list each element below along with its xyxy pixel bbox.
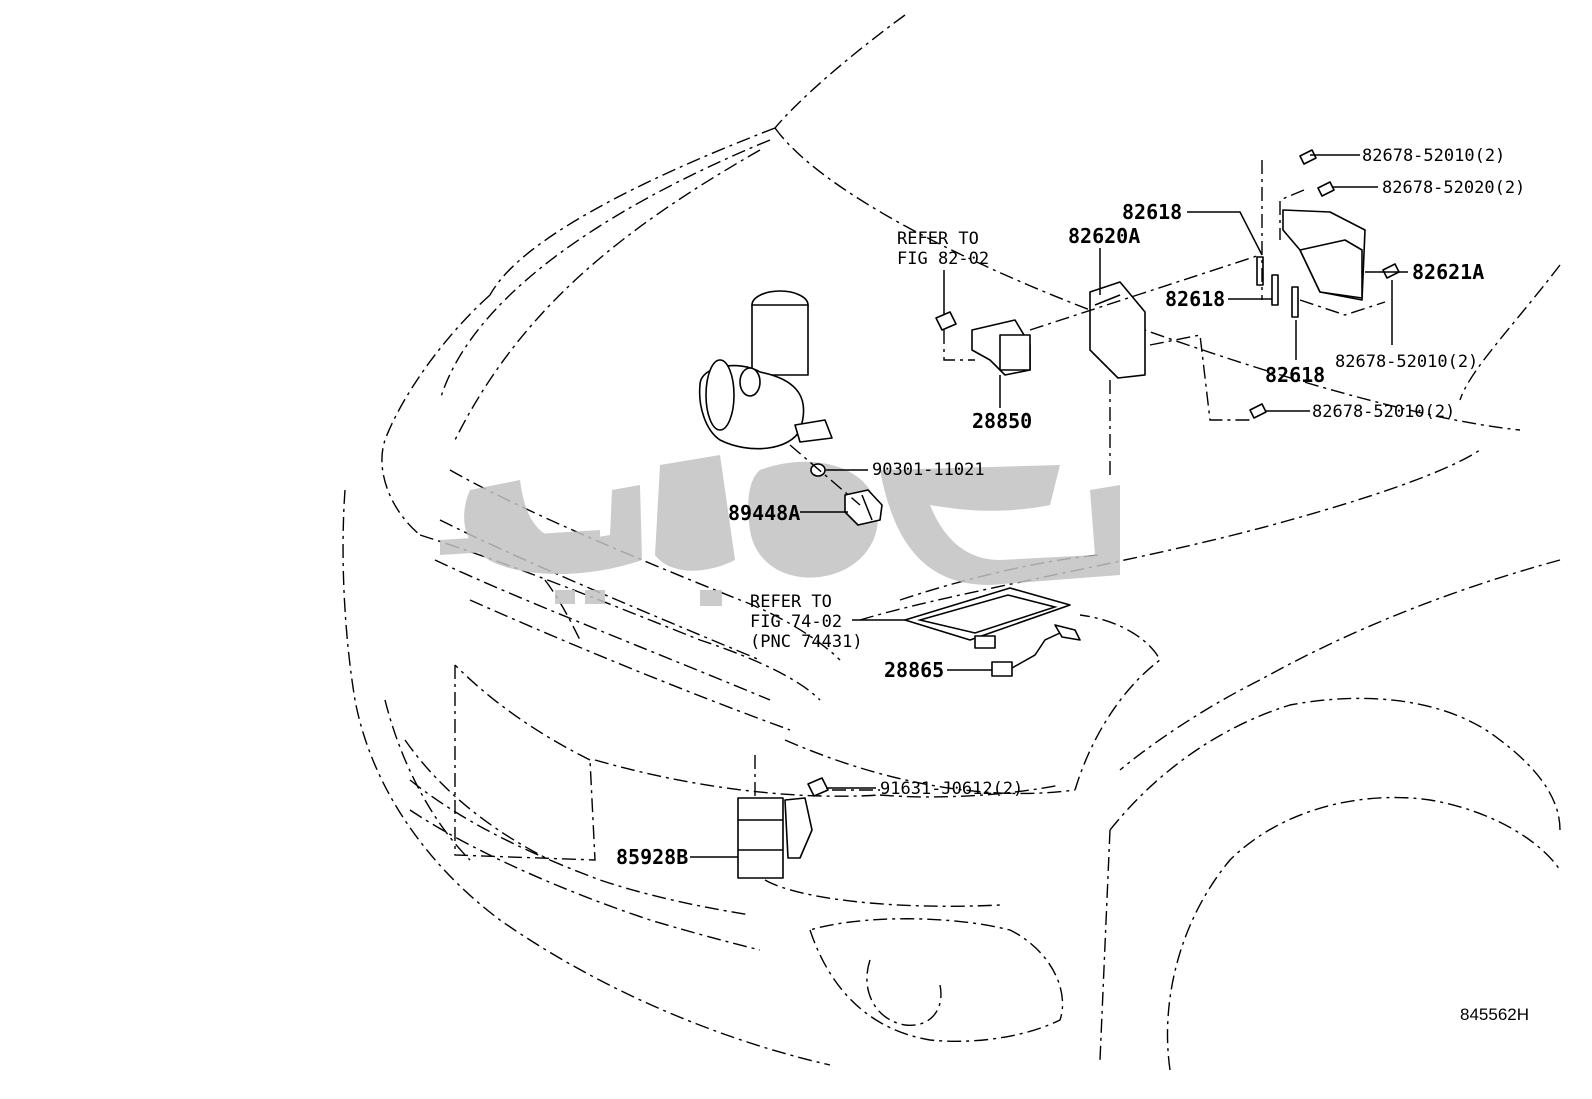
ref-note-2-line1: REFER TO bbox=[750, 592, 832, 612]
cover-icon bbox=[1282, 209, 1366, 301]
label-82678-52010-mid: 82678-52010(2) bbox=[1312, 402, 1455, 422]
reservoir-icon bbox=[698, 290, 833, 450]
o-ring-icon bbox=[810, 463, 826, 477]
ref-note-1-line1: REFER TO bbox=[897, 229, 979, 249]
label-28850: 28850 bbox=[972, 409, 1032, 433]
diagram-id: 845562H bbox=[1460, 1005, 1529, 1024]
label-82618-b: 82618 bbox=[1165, 287, 1225, 311]
relay-icon bbox=[737, 797, 813, 879]
watermark-logo bbox=[440, 455, 1120, 606]
label-82678-52010-right: 82678-52010(2) bbox=[1335, 352, 1478, 372]
label-90301-11021: 90301-11021 bbox=[872, 460, 985, 480]
leader-lines bbox=[690, 154, 1408, 858]
label-28865: 28865 bbox=[884, 658, 944, 682]
label-91631-J0612: 91631-J0612(2) bbox=[880, 779, 1023, 799]
ref-note-2-line2: FIG 74-02 bbox=[750, 612, 842, 632]
label-82618-a: 82618 bbox=[1122, 200, 1182, 224]
label-82618-c: 82618 bbox=[1265, 363, 1325, 387]
label-85928B: 85928B bbox=[616, 845, 688, 869]
label-89448A: 89448A bbox=[728, 501, 800, 525]
plate-module-icon bbox=[904, 587, 1081, 677]
ref-note-1-line2: FIG 82-02 bbox=[897, 249, 989, 269]
ref-note-2-line3: (PNC 74431) bbox=[750, 632, 863, 652]
clip-icon bbox=[935, 311, 957, 331]
sensor-icon bbox=[844, 489, 883, 526]
label-82621A: 82621A bbox=[1412, 260, 1484, 284]
gasket-b bbox=[1271, 274, 1279, 306]
label-82678-52010-top: 82678-52010(2) bbox=[1362, 146, 1505, 166]
bolt-icon bbox=[807, 149, 1400, 797]
label-82678-52020: 82678-52020(2) bbox=[1382, 178, 1525, 198]
vehicle-outline bbox=[342, 14, 1561, 1071]
gasket-c bbox=[1291, 286, 1299, 318]
bracket-icon bbox=[971, 319, 1031, 376]
control-module-icon bbox=[1089, 281, 1146, 379]
label-82620A: 82620A bbox=[1068, 224, 1140, 248]
gasket-a bbox=[1256, 256, 1264, 286]
